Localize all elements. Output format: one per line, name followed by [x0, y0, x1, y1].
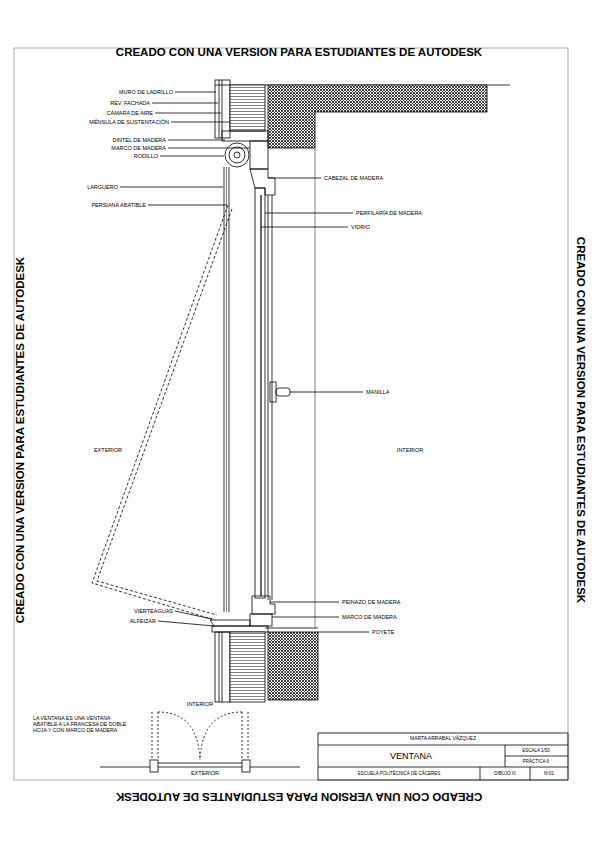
title-block-cell: Nº01 [544, 771, 554, 776]
title-block-cell: DIBUJO III [494, 771, 516, 776]
callout-label: LARGUERO [87, 184, 118, 190]
callout-label: ALFEIZAR [130, 618, 156, 624]
title-block-cell: ESCALA 1/50 [522, 748, 550, 753]
callout-label: MANILLA [366, 389, 390, 395]
zone-label: INTERIOR [187, 701, 213, 707]
callout-label: VIDRIO [351, 224, 370, 230]
callout-label: MÉNSULA DE SUSTENTACIÓN [89, 119, 169, 125]
callout-label: CABEZAL DE MADERA [324, 175, 383, 181]
callout-label: RODILLO [134, 153, 158, 159]
zone-label: INTERIOR [397, 447, 423, 453]
callout-label: MURO DE LADRILLO [119, 89, 173, 95]
callout-label: MARCO DE MADERA [342, 614, 397, 620]
note-text: LA VENTANA ES UNA VENTANA ABATIBLE A LA … [33, 716, 128, 734]
watermark: CREADO CON UNA VERSION PARA ESTUDIANTES … [116, 789, 482, 802]
zone-label: EXTERIOR [94, 447, 122, 453]
callout-label: CÁMARA DE AIRE [107, 110, 153, 116]
watermark: CREADO CON UNA VERSION PARA ESTUDIANTES … [573, 237, 586, 603]
callout-label: PERFILARÍA DE MADERA [356, 210, 422, 216]
watermark: CREADO CON UNA VERSION PARA ESTUDIANTES … [116, 46, 482, 59]
title-block-cell: VENTANA [390, 751, 432, 761]
callout-label: MARCO DE MADERA [111, 145, 166, 151]
watermark: CREADO CON UNA VERSION PARA ESTUDIANTES … [14, 257, 27, 623]
title-block-cell: PRÁCTICA 6 [523, 759, 549, 764]
zone-label: EXTERIOR [191, 770, 219, 776]
callout-label: PERSIANA ABATIBLE [91, 202, 146, 208]
callout-label: POYETE [372, 629, 394, 635]
title-block-cell: ESCUELA POLITÉCNICA DE CÁCERES [358, 771, 440, 776]
title-block-cell: MARTA ARRABAL VÁZQUEZ [410, 736, 476, 742]
callout-label: DINTEL DE MADERA [112, 137, 166, 143]
callout-label: PEINAZO DE MADERA [342, 599, 400, 605]
callout-label: VIERTEAGUAS [134, 608, 173, 614]
callout-label: REV. FACHADA [110, 100, 150, 106]
